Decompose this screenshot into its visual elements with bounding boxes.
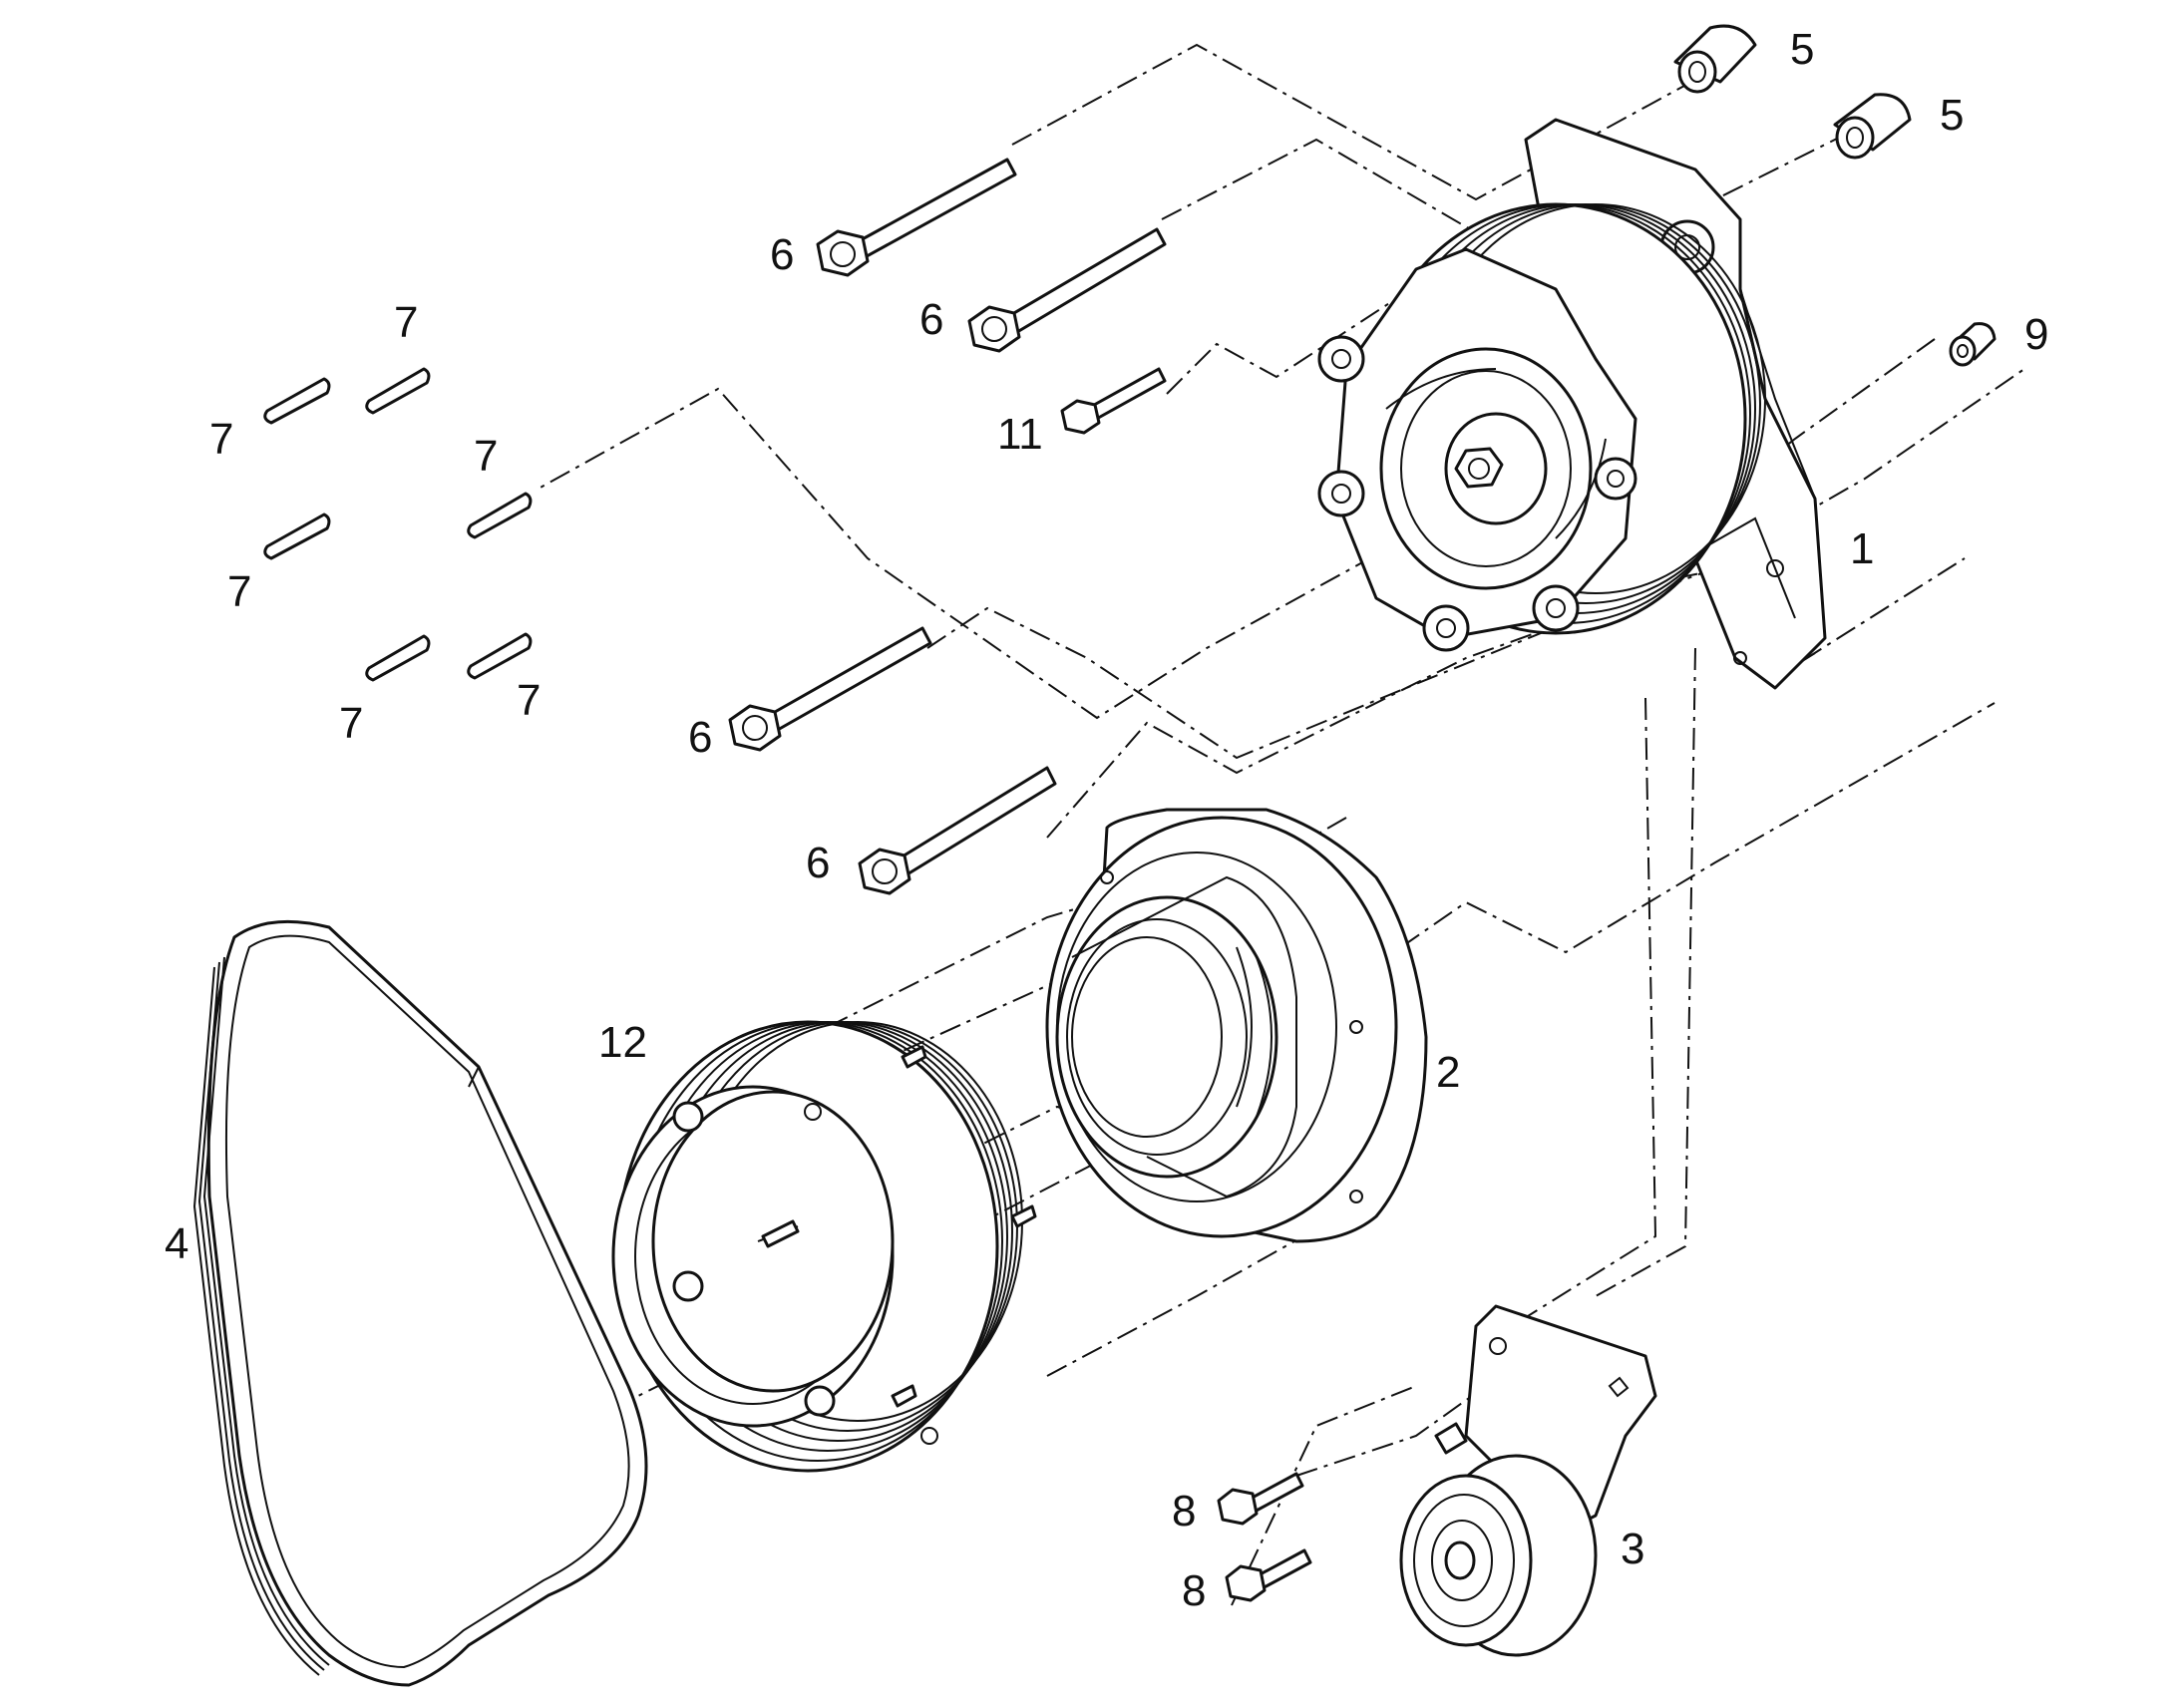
callout-stud-6: 7 bbox=[517, 676, 541, 725]
bolt-6-top bbox=[816, 158, 1017, 277]
crank-pulley bbox=[611, 1020, 1037, 1473]
callout-bolt-d: 6 bbox=[806, 839, 830, 887]
stud-3 bbox=[263, 512, 331, 560]
belt bbox=[192, 919, 648, 1687]
callout-screw-b: 8 bbox=[1182, 1566, 1206, 1615]
callout-crank-pulley: 12 bbox=[598, 1018, 647, 1067]
callout-stud-1: 7 bbox=[394, 298, 418, 347]
callout-stud-4: 7 bbox=[227, 567, 251, 616]
stud-4 bbox=[467, 492, 533, 539]
spacer-5-lower bbox=[1833, 93, 1912, 160]
callout-stud-3: 7 bbox=[474, 432, 498, 481]
callout-pump-assembly: 1 bbox=[1850, 524, 1874, 573]
bolt-6-middle bbox=[728, 626, 932, 752]
callout-damper: 2 bbox=[1436, 1048, 1460, 1097]
bolt-6-lower bbox=[858, 766, 1057, 895]
callout-labels: 5 5 9 1 6 6 11 6 6 7 7 7 7 7 7 12 2 4 3 … bbox=[165, 25, 2048, 1615]
idler-assembly bbox=[1399, 1304, 1657, 1657]
callout-belt: 4 bbox=[165, 1219, 188, 1268]
callout-spacer-a: 5 bbox=[1790, 25, 1814, 74]
stud-1 bbox=[263, 377, 331, 425]
callout-stud-2: 7 bbox=[209, 415, 233, 464]
screw-8-upper bbox=[1217, 1472, 1304, 1526]
stud-6 bbox=[467, 632, 533, 680]
bolt-6-second bbox=[967, 227, 1167, 353]
spacer-5-upper bbox=[1673, 24, 1757, 94]
callout-spacer-small: 9 bbox=[2024, 310, 2048, 359]
damper bbox=[1045, 808, 1428, 1243]
callout-bolt-a: 6 bbox=[770, 230, 794, 279]
callout-bolt-c: 6 bbox=[688, 713, 712, 762]
callout-spacer-b: 5 bbox=[1940, 91, 1964, 140]
stud-2 bbox=[365, 367, 431, 415]
screw-8-lower bbox=[1225, 1548, 1312, 1602]
callout-stud-5: 7 bbox=[339, 699, 363, 748]
pump-assembly bbox=[1317, 118, 1827, 690]
callout-bolt-short: 11 bbox=[997, 410, 1043, 459]
stud-5 bbox=[365, 634, 431, 682]
bolt-11 bbox=[1060, 367, 1167, 435]
callout-bolt-b: 6 bbox=[919, 295, 943, 344]
callout-idler: 3 bbox=[1621, 1525, 1644, 1573]
studs-7 bbox=[263, 367, 533, 682]
spacer-9 bbox=[1949, 322, 1997, 367]
callout-screw-a: 8 bbox=[1172, 1487, 1196, 1536]
